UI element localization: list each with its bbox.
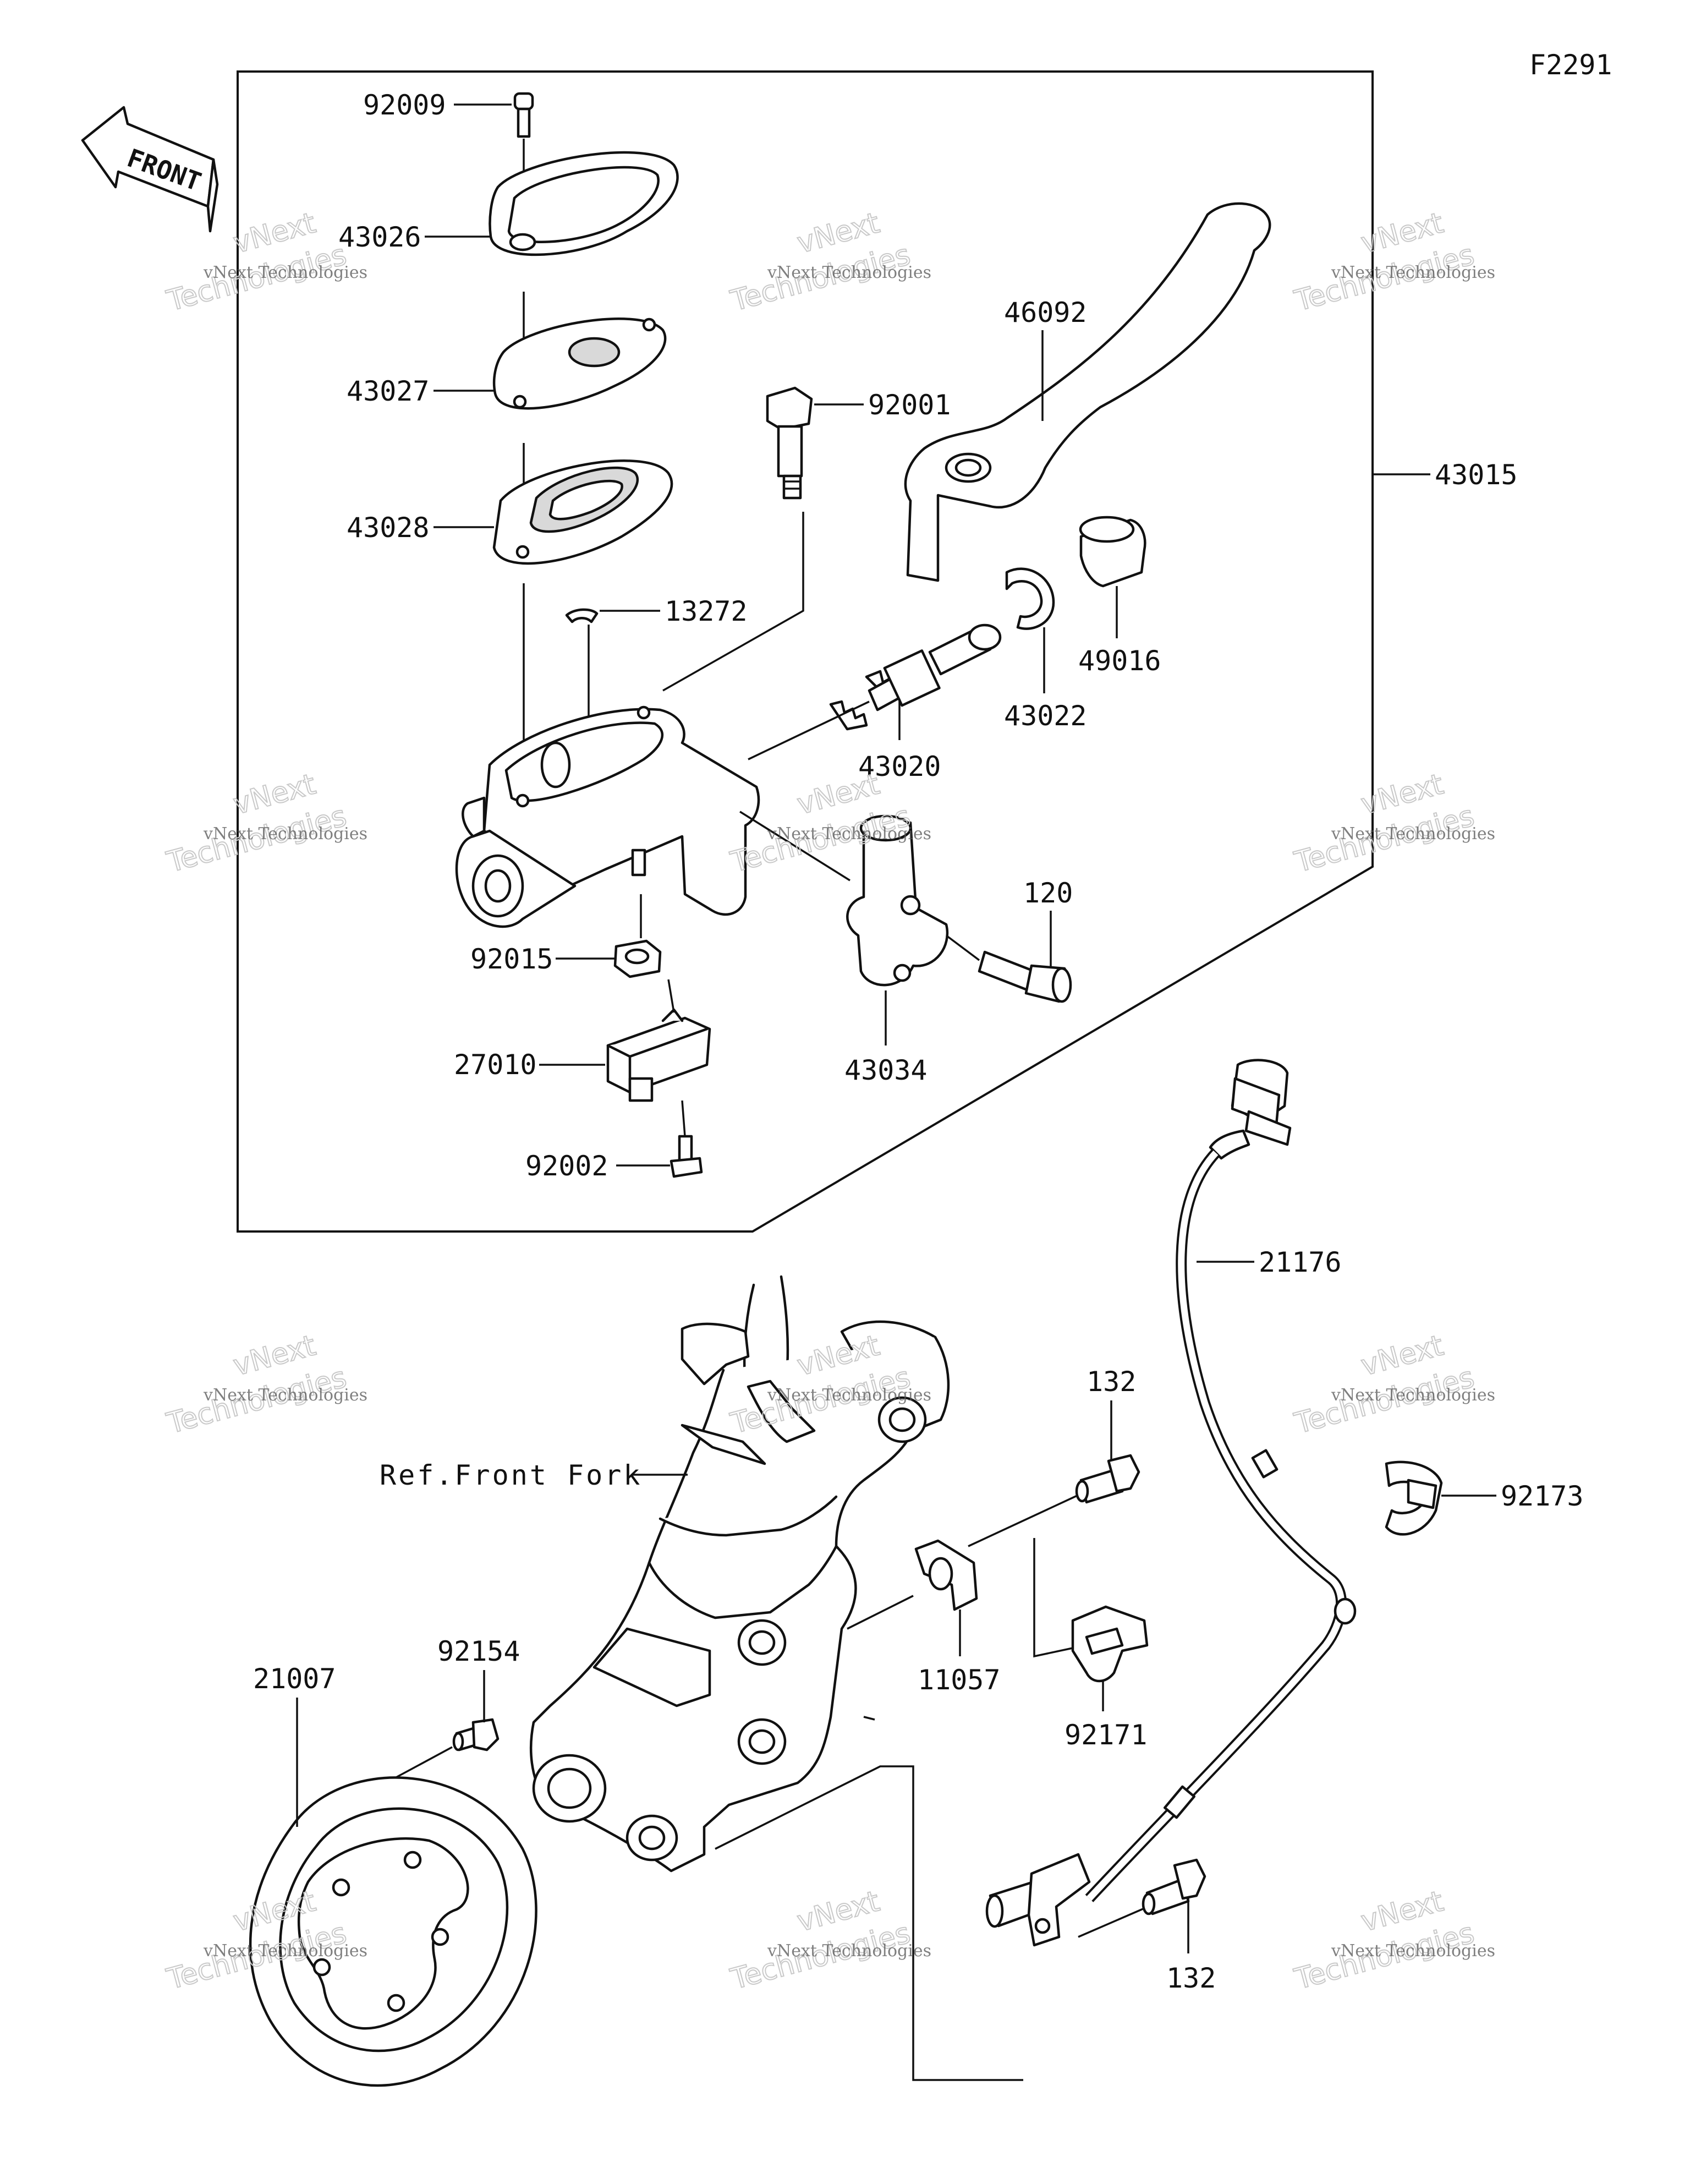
- front-arrow-icon: FRONT: [81, 106, 219, 233]
- part-92173-clamp: [1385, 1460, 1443, 1536]
- svg-text:vNext Technologies: vNext Technologies: [1331, 824, 1495, 844]
- svg-text:vNext Technologies: vNext Technologies: [1331, 263, 1495, 282]
- label-43020: 43020: [858, 751, 941, 782]
- svg-text:vNext Technologies: vNext Technologies: [203, 263, 367, 282]
- front-fork: [529, 1275, 950, 1873]
- part-43026-cover: [489, 151, 679, 256]
- label-92173: 92173: [1501, 1480, 1584, 1512]
- label-43022: 43022: [1004, 700, 1087, 732]
- part-21007-abs-rotor: [249, 1776, 537, 2087]
- part-92015-nut: [613, 939, 662, 978]
- label-132-upper: 132: [1087, 1366, 1136, 1398]
- part-92009-screw: [513, 92, 534, 138]
- part-21176-sensor-cable: [985, 1059, 1357, 1947]
- figure-code: F2291: [1529, 49, 1612, 81]
- part-132-bolt-lower: [1142, 1858, 1206, 1915]
- part-11057-bracket: [914, 1539, 978, 1611]
- label-43026: 43026: [338, 221, 421, 253]
- label-46092: 46092: [1004, 297, 1087, 329]
- part-92154-bolt: [452, 1718, 500, 1751]
- label-21007: 21007: [253, 1663, 336, 1695]
- label-11057: 11057: [918, 1664, 1001, 1696]
- part-132-bolt-upper: [1075, 1454, 1140, 1504]
- svg-text:vNext Technologies: vNext Technologies: [1331, 1941, 1495, 1961]
- part-13272-clip: [565, 608, 599, 623]
- part-43022-circlip: [1005, 567, 1055, 630]
- part-92171-clip: [1071, 1605, 1149, 1683]
- part-49016-boot: [1079, 516, 1146, 588]
- svg-text:vNext Technologies: vNext Technologies: [767, 263, 931, 282]
- svg-text:vNext Technologies: vNext Technologies: [767, 824, 931, 844]
- part-46092-lever: [904, 202, 1271, 582]
- label-132-lower: 132: [1166, 1962, 1216, 1994]
- label-92001: 92001: [868, 389, 951, 421]
- label-43034: 43034: [844, 1054, 928, 1086]
- label-21176: 21176: [1259, 1246, 1342, 1278]
- part-43020-piston: [829, 623, 1002, 731]
- part-92001-bolt: [766, 386, 813, 500]
- part-120-bolt: [978, 950, 1072, 1003]
- label-27010: 27010: [454, 1049, 537, 1081]
- part-43027-plate: [492, 318, 667, 410]
- part-43034-clamp: [846, 814, 949, 987]
- part-master-cylinder-body: [455, 705, 760, 928]
- label-92009: 92009: [363, 89, 446, 121]
- part-43028-diaphragm: [492, 459, 673, 565]
- svg-text:vNext Technologies: vNext Technologies: [203, 1386, 367, 1405]
- svg-text:vNext Technologies: vNext Technologies: [203, 1941, 367, 1961]
- part-27010-switch: [606, 1008, 711, 1102]
- label-ref-front-fork: Ref.Front Fork: [380, 1459, 642, 1491]
- assembly-box: [237, 70, 1374, 1233]
- label-92002: 92002: [525, 1150, 608, 1182]
- label-120: 120: [1023, 877, 1073, 909]
- label-43027: 43027: [347, 375, 430, 407]
- svg-text:vNext Technologies: vNext Technologies: [203, 824, 367, 844]
- label-43015: 43015: [1435, 459, 1518, 491]
- part-92002-screw: [670, 1135, 703, 1178]
- svg-text:vNext Technologies: vNext Technologies: [767, 1386, 931, 1405]
- label-92154: 92154: [437, 1635, 520, 1667]
- label-92171: 92171: [1065, 1719, 1148, 1751]
- label-92015: 92015: [470, 943, 553, 975]
- label-13272: 13272: [665, 595, 748, 627]
- label-43028: 43028: [347, 512, 430, 544]
- svg-text:vNext Technologies: vNext Technologies: [767, 1941, 931, 1961]
- svg-text:vNext Technologies: vNext Technologies: [1331, 1386, 1495, 1405]
- label-49016: 49016: [1078, 645, 1161, 677]
